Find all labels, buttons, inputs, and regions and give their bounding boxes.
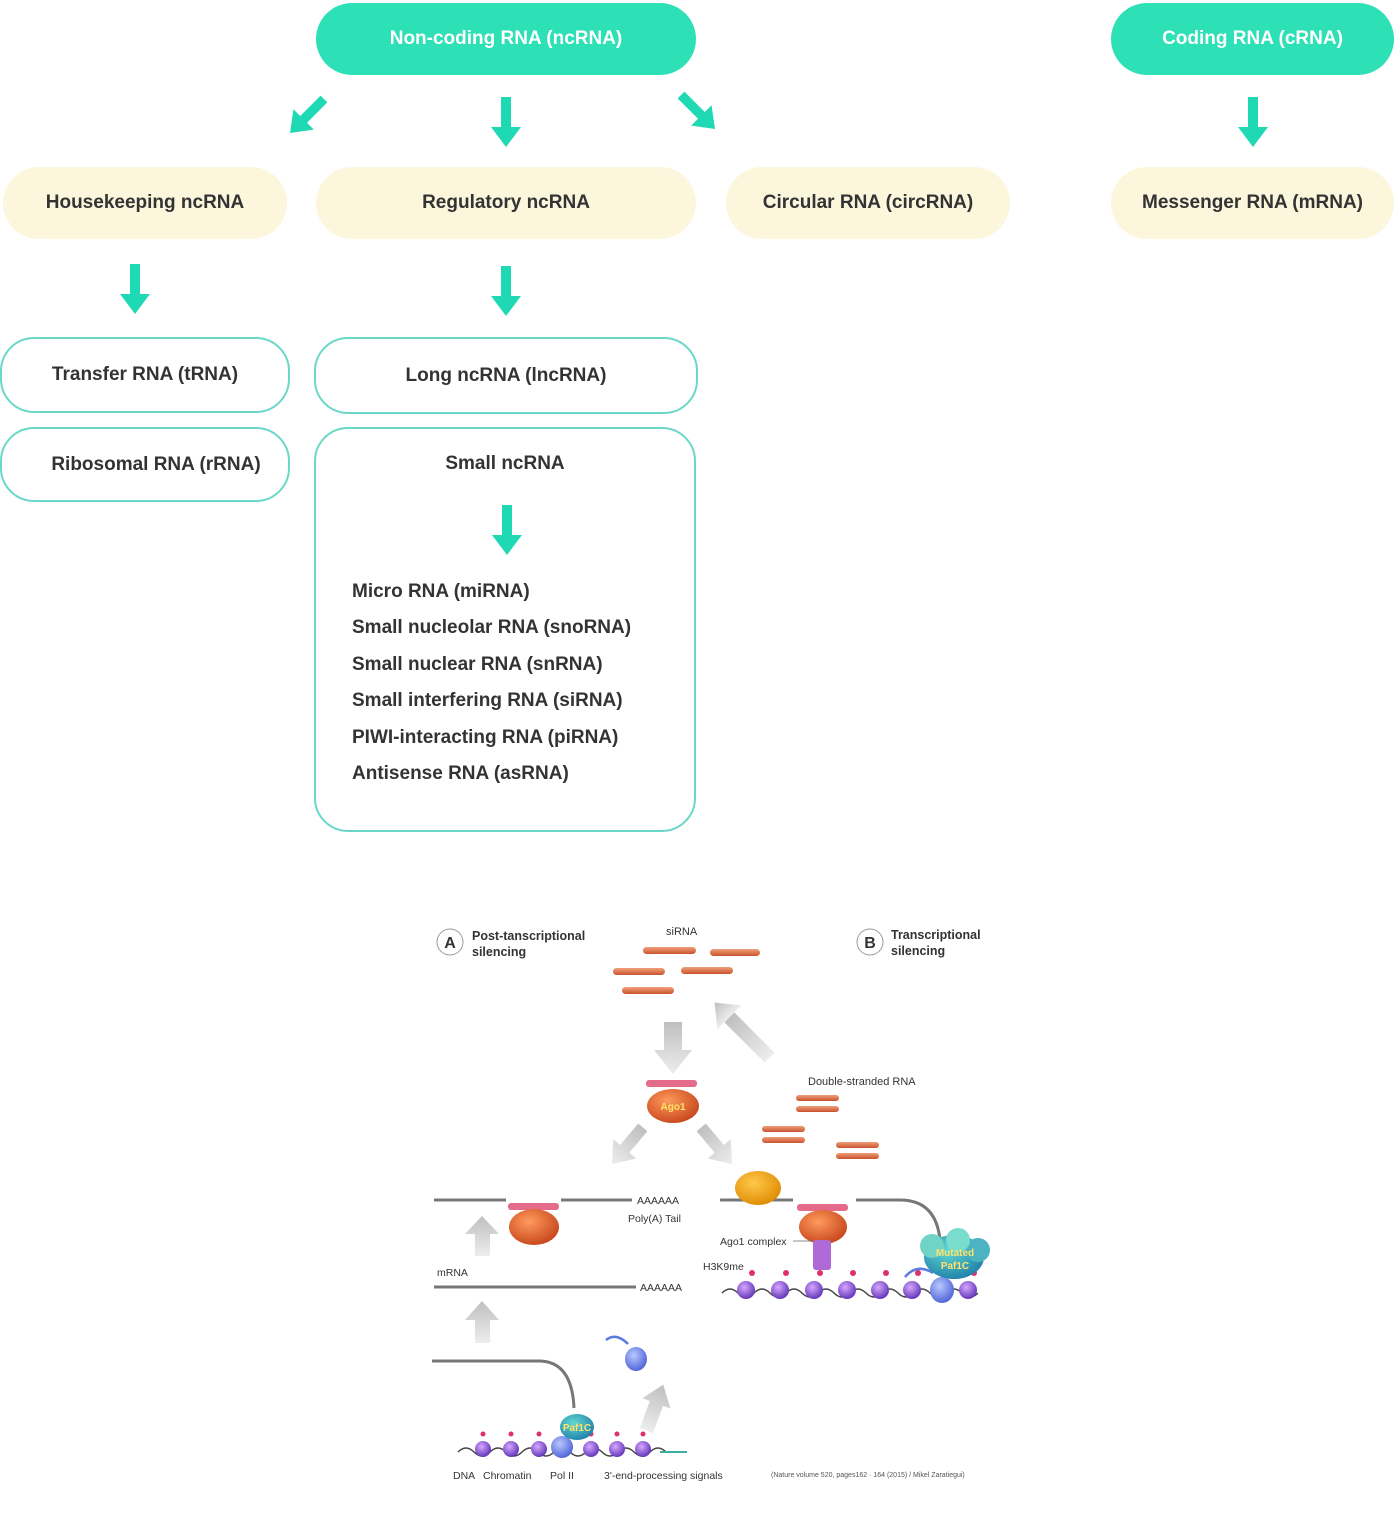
h3k9me-label: H3K9me: [703, 1261, 744, 1273]
regulatory-ncrna-label: Regulatory ncRNA: [422, 192, 590, 213]
list-item: PIWI-interacting RNA (piRNA): [352, 726, 619, 748]
title-b-line2: silencing: [891, 944, 945, 958]
mrna-polya-label: AAAAAA: [640, 1282, 682, 1294]
coding-rna-node: Coding RNA (cRNA): [1111, 3, 1394, 75]
ribosomal-rna-node: Ribosomal RNA (rRNA): [0, 427, 290, 502]
arrow-down-left-icon: [290, 95, 327, 133]
circular-rna-node: Circular RNA (circRNA): [726, 167, 1010, 239]
arrow-down-icon: [491, 266, 521, 316]
polya-tail-label: Poly(A) Tail: [628, 1213, 681, 1225]
coding-rna-label: Coding RNA (cRNA): [1162, 28, 1343, 49]
list-item: Small interfering RNA (siRNA): [352, 690, 623, 712]
polya-seq-label: AAAAAA: [637, 1195, 679, 1207]
mrna-label: mRNA: [437, 1267, 468, 1279]
list-item: Antisense RNA (asRNA): [352, 762, 569, 784]
list-item: Micro RNA (miRNA): [352, 581, 530, 602]
regulatory-ncrna-node: Regulatory ncRNA: [316, 167, 696, 239]
dsrna-label: Double-stranded RNA: [808, 1076, 916, 1088]
title-b-line1: Transcriptional: [891, 928, 981, 942]
nucleosomes-bottom: [475, 1431, 651, 1457]
arrow-down-right-icon: [678, 91, 715, 129]
nucleosomes-right: [737, 1270, 977, 1299]
sirna-bars: [613, 947, 760, 994]
chromatin-label: Chromatin: [483, 1470, 532, 1482]
arrow-down-icon: [491, 97, 521, 147]
label-a: A: [444, 935, 456, 952]
arrow-down-icon: [120, 264, 150, 314]
list-item: Small nucleolar RNA (snoRNA): [352, 617, 632, 639]
flow-arrows: [465, 1002, 775, 1434]
mutated-paf1c-blob: [920, 1228, 990, 1279]
mutated-line1: Mutated: [936, 1248, 974, 1259]
noncoding-rna-label: Non-coding RNA (ncRNA): [389, 28, 623, 49]
transfer-rna-node: Transfer RNA (tRNA): [0, 337, 290, 413]
paf1c-label: Paf1C: [563, 1423, 591, 1434]
arrow-down-icon: [1238, 97, 1268, 147]
long-ncrna-label: Long ncRNA (lncRNA): [405, 364, 607, 386]
small-ncrna-title: Small ncRNA: [445, 453, 565, 474]
citation-text: (Nature volume 520, pages162 · 164 (2015…: [771, 1472, 965, 1479]
housekeeping-ncrna-label: Housekeeping ncRNA: [45, 192, 245, 213]
mutated-line2: Paf1C: [941, 1261, 969, 1272]
small-ncrna-list: Micro RNA (miRNA) Small nucleolar RNA (s…: [352, 581, 631, 799]
arrow-down-icon: [492, 505, 522, 555]
label-a-heading: A Post-tanscriptional silencing: [436, 928, 585, 959]
silencing-mechanism-figure: A Post-tanscriptional silencing B Transc…: [432, 926, 990, 1482]
pol2-label: Pol II: [550, 1470, 574, 1482]
ago1-complex-label: Ago1 complex: [720, 1236, 787, 1248]
label-b-heading: B Transcriptional silencing: [856, 928, 981, 958]
dna-label: DNA: [453, 1470, 475, 1482]
ribosomal-rna-label: Ribosomal RNA (rRNA): [51, 453, 261, 475]
transfer-rna-label: Transfer RNA (tRNA): [51, 364, 239, 385]
title-a-line1: Post-tanscriptional: [472, 929, 585, 943]
long-ncrna-node: Long ncRNA (lncRNA): [314, 337, 698, 414]
sirna-label: siRNA: [666, 926, 698, 938]
housekeeping-ncrna-node: Housekeeping ncRNA: [3, 167, 287, 239]
messenger-rna-label: Messenger RNA (mRNA): [1142, 192, 1363, 213]
label-b: B: [864, 935, 876, 952]
small-ncrna-box: Small ncRNA Micro RNA (miRNA) Small nucl…: [314, 427, 696, 832]
processing-label: 3'-end-processing signals: [604, 1470, 723, 1482]
circular-rna-label: Circular RNA (circRNA): [762, 192, 974, 213]
dsrna-bars: [762, 1095, 879, 1159]
noncoding-rna-node: Non-coding RNA (ncRNA): [316, 3, 696, 75]
title-a-line2: silencing: [472, 945, 526, 959]
ago1-label: Ago1: [661, 1102, 686, 1113]
list-item: Small nuclear RNA (snRNA): [352, 653, 603, 675]
messenger-rna-node: Messenger RNA (mRNA): [1111, 167, 1394, 239]
